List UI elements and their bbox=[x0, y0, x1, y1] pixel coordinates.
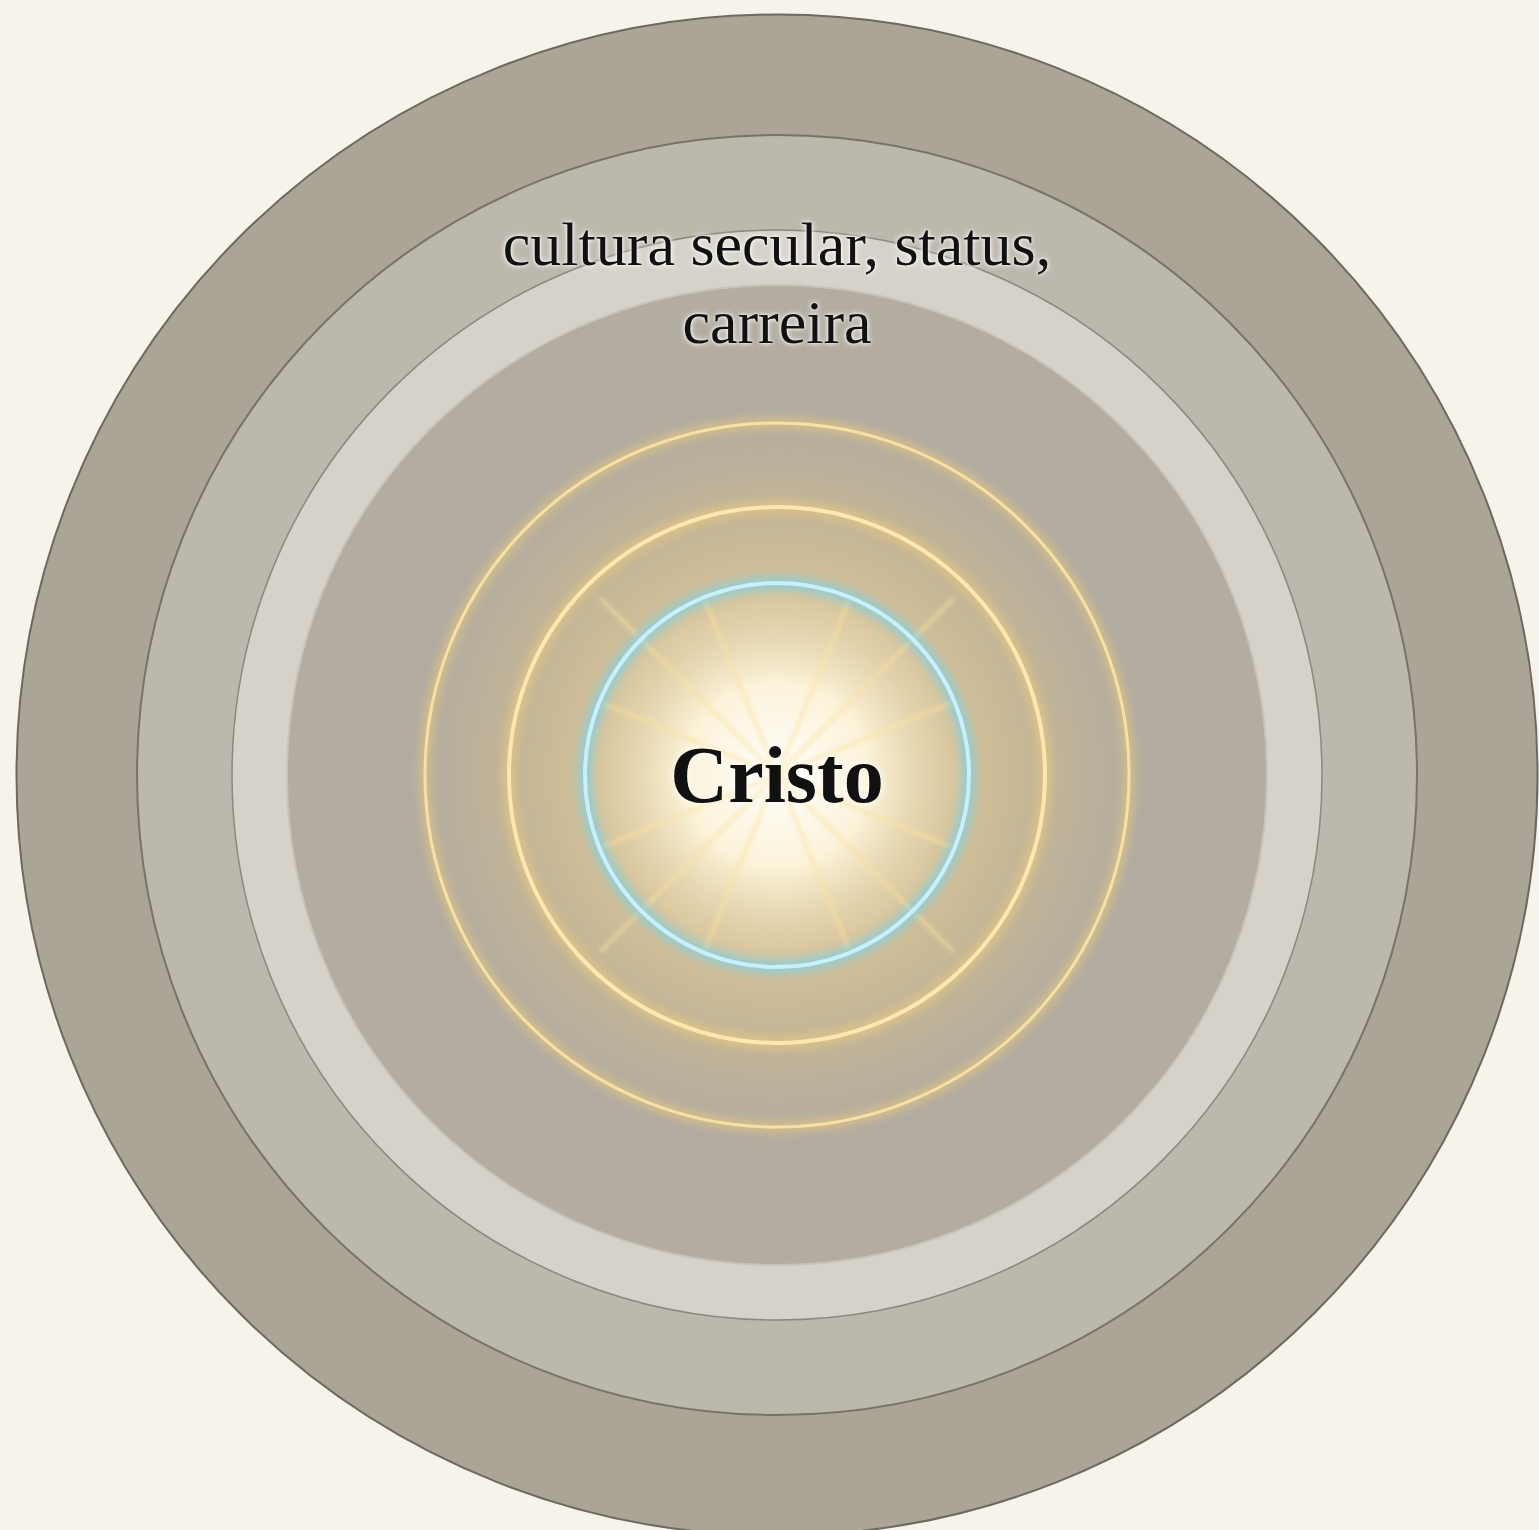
center-label: Cristo bbox=[407, 727, 1147, 823]
ring-label: cultura secular, status, carreira bbox=[497, 205, 1057, 361]
center-circle: Cristo bbox=[407, 405, 1147, 1145]
outer-circle: cultura secular, status, carreiraCristo bbox=[15, 13, 1539, 1530]
